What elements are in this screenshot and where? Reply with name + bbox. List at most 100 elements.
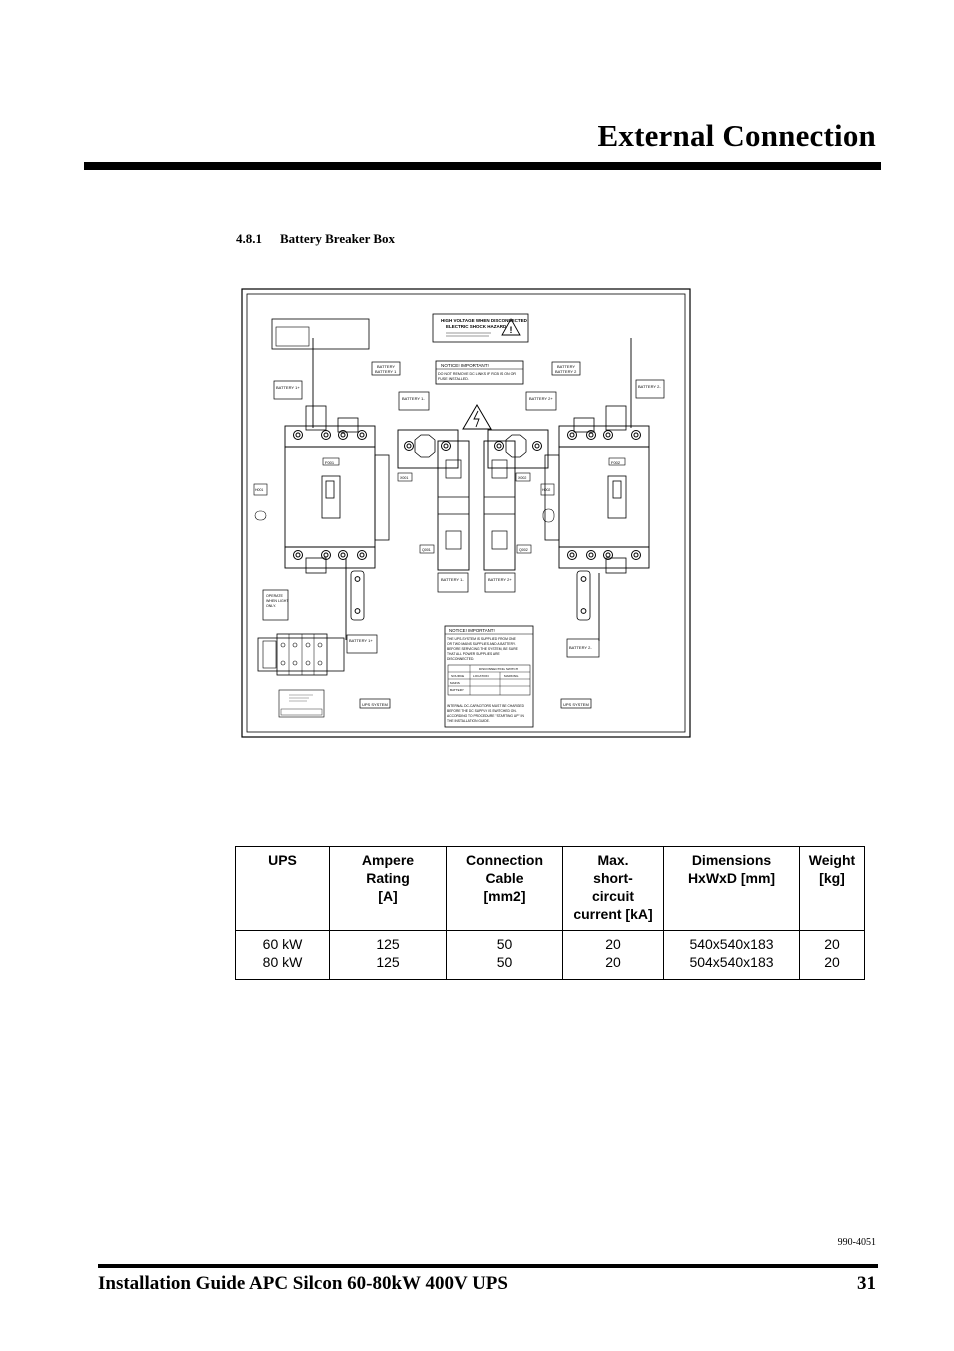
svg-text:Q001: Q001 [422,548,431,552]
notice-top-title: NOTICE! IMPORTANT! [441,363,489,368]
svg-text:X002: X002 [518,476,526,480]
svg-text:THE UPS-SYSTEM IS SUPPLIED FRO: THE UPS-SYSTEM IS SUPPLIED FROM ONE [447,637,517,641]
svg-text:BATTERY 1-: BATTERY 1- [441,577,464,582]
warning-triangle-icon [501,318,521,336]
page-title: External Connection [597,118,876,153]
svg-text:Q002: Q002 [519,548,528,552]
svg-text:F002: F002 [611,460,621,465]
svg-text:SOURCE: SOURCE [451,674,464,678]
svg-text:BEFORE SERVICING THE SYSTEM, B: BEFORE SERVICING THE SYSTEM, BE SURE [447,647,519,651]
fuse-holder-right [483,440,516,571]
notice-bottom: NOTICE! IMPORTANT! THE UPS-SYSTEM IS SUP… [444,625,534,728]
label-battery-2-plus-bottom: BATTERY 2+ [484,572,516,593]
notice-top-line-1: DO NOT REMOVE DC LINKS IF RCB IS ON OR [438,372,516,376]
notice-top-line-2: FUSE INSTALLED. [438,377,469,381]
svg-text:BATTERY 1+: BATTERY 1+ [349,638,373,643]
enclosure-outer [241,288,691,738]
label-battery-2-minus-top: BATTERY 2- [635,379,665,399]
svg-text:BATTERY: BATTERY [377,364,395,369]
operate-label: OPERATE WHEN LIGHT ONLY. [262,589,289,621]
svg-text:THAT ALL POWER SUPPLIES ARE: THAT ALL POWER SUPPLIES ARE [447,652,501,656]
svg-text:BATTERY: BATTERY [450,688,464,692]
col-ups: UPS [235,846,330,931]
svg-text:BATTERY 2+: BATTERY 2+ [488,577,512,582]
svg-text:BATTERY 2-: BATTERY 2- [638,384,661,389]
svg-text:INTERNAL DC-CAPACITORS MUST BE: INTERNAL DC-CAPACITORS MUST BE CHARGED [447,704,525,708]
label-q002: Q002 [516,544,532,554]
center-warning-icon [462,404,492,430]
battery-label-left: BATTERY BATTERY 1 [371,361,401,376]
page-number: 31 [857,1273,876,1294]
section-number: 4.8.1 [236,231,262,246]
svg-text:OR TWO MAINS SUPPLIES AND A BA: OR TWO MAINS SUPPLIES AND A BATTERY. [447,642,516,646]
svg-text:!: ! [510,325,513,335]
svg-text:H002: H002 [542,488,550,492]
notice-bottom-title: NOTICE! IMPORTANT! [449,628,495,633]
svg-text:WHEN LIGHT: WHEN LIGHT [266,599,289,603]
label-battery-2-minus-bottom: BATTERY 2- [566,638,600,658]
label-ups-system-left: UPS SYSTEM [359,698,391,709]
section-title: Battery Breaker Box [280,231,396,246]
warning-line-1: HIGH VOLTAGE WHEN DISCONNECTED [441,318,528,323]
lightning-icon [473,410,480,428]
doc-number: 990-4051 [837,1237,876,1248]
svg-text:THE INSTALLATION GUIDE.: THE INSTALLATION GUIDE. [447,719,490,723]
battery-label-right: BATTERY BATTERY 2 [551,361,581,376]
svg-text:H001: H001 [255,488,263,492]
enclosure-inner [246,293,686,733]
dc-link-right: X002 [487,429,549,482]
fuse-holder-left [437,440,470,571]
breaker-right: F002 [544,405,650,621]
svg-text:LOCATION: LOCATION [473,674,489,678]
svg-text:BATTERY 2-: BATTERY 2- [569,645,592,650]
terminal-block [257,633,345,676]
terminal-diagram [278,689,325,718]
blank-plate [271,318,370,350]
warning-line-2: ELECTRIC SHOCK HAZARD [446,324,507,329]
header-rule [84,162,881,170]
svg-text:ONLY.: ONLY. [266,604,276,608]
svg-text:UPS SYSTEM: UPS SYSTEM [563,702,589,707]
label-h002: H002 [540,483,555,523]
svg-text:BATTERY: BATTERY [557,364,575,369]
label-battery-2-plus-top: BATTERY 2+ [525,391,557,411]
svg-text:ACCORDING TO PROCEDURE "STARTI: ACCORDING TO PROCEDURE "STARTING UP" IN [447,714,524,718]
battery-breaker-box-diagram: HIGH VOLTAGE WHEN DISCONNECTED ELECTRIC … [241,288,691,738]
label-battery-1-minus-bottom: BATTERY 1- [437,572,469,593]
svg-text:BEFORE THE DC SUPPLY IS SWITCH: BEFORE THE DC SUPPLY IS SWITCHED ON. [447,709,517,713]
svg-text:UPS SYSTEM: UPS SYSTEM [362,702,388,707]
svg-text:BATTERY 1+: BATTERY 1+ [276,385,300,390]
svg-text:DISCONNECTED.: DISCONNECTED. [447,657,474,661]
svg-text:DISCONNECTING SWITCH: DISCONNECTING SWITCH [479,667,518,671]
label-ups-system-right: UPS SYSTEM [560,698,592,709]
section-heading: 4.8.1 Battery Breaker Box [236,231,395,247]
label-battery-1-minus-top: BATTERY 1- [398,391,430,411]
label-battery-1-plus-top: BATTERY 1+ [273,380,303,400]
svg-text:X001: X001 [400,476,408,480]
dc-link-left: X001 [397,429,459,482]
svg-text:F001: F001 [325,460,335,465]
svg-text:BATTERY 1-: BATTERY 1- [402,396,425,401]
notice-top: NOTICE! IMPORTANT! DO NOT REMOVE DC LINK… [435,360,524,385]
svg-text:BATTERY 2: BATTERY 2 [555,369,577,374]
label-battery-1-plus-bottom: BATTERY 1+ [346,634,378,654]
svg-text:OPERATE: OPERATE [266,594,284,598]
footer-title: Installation Guide APC Silcon 60-80kW 40… [98,1273,508,1294]
label-h001: H001 [253,483,268,521]
high-voltage-label: HIGH VOLTAGE WHEN DISCONNECTED ELECTRIC … [432,313,529,343]
svg-text:MARKING: MARKING [504,674,519,678]
label-q001: Q001 [419,544,435,554]
svg-text:MAINS: MAINS [450,681,460,685]
svg-text:BATTERY 2+: BATTERY 2+ [529,396,553,401]
breaker-left: F001 [284,405,390,621]
col-weight: Weight[kg] [799,846,865,931]
svg-text:BATTERY 1: BATTERY 1 [375,369,397,374]
footer-rule [98,1264,878,1268]
